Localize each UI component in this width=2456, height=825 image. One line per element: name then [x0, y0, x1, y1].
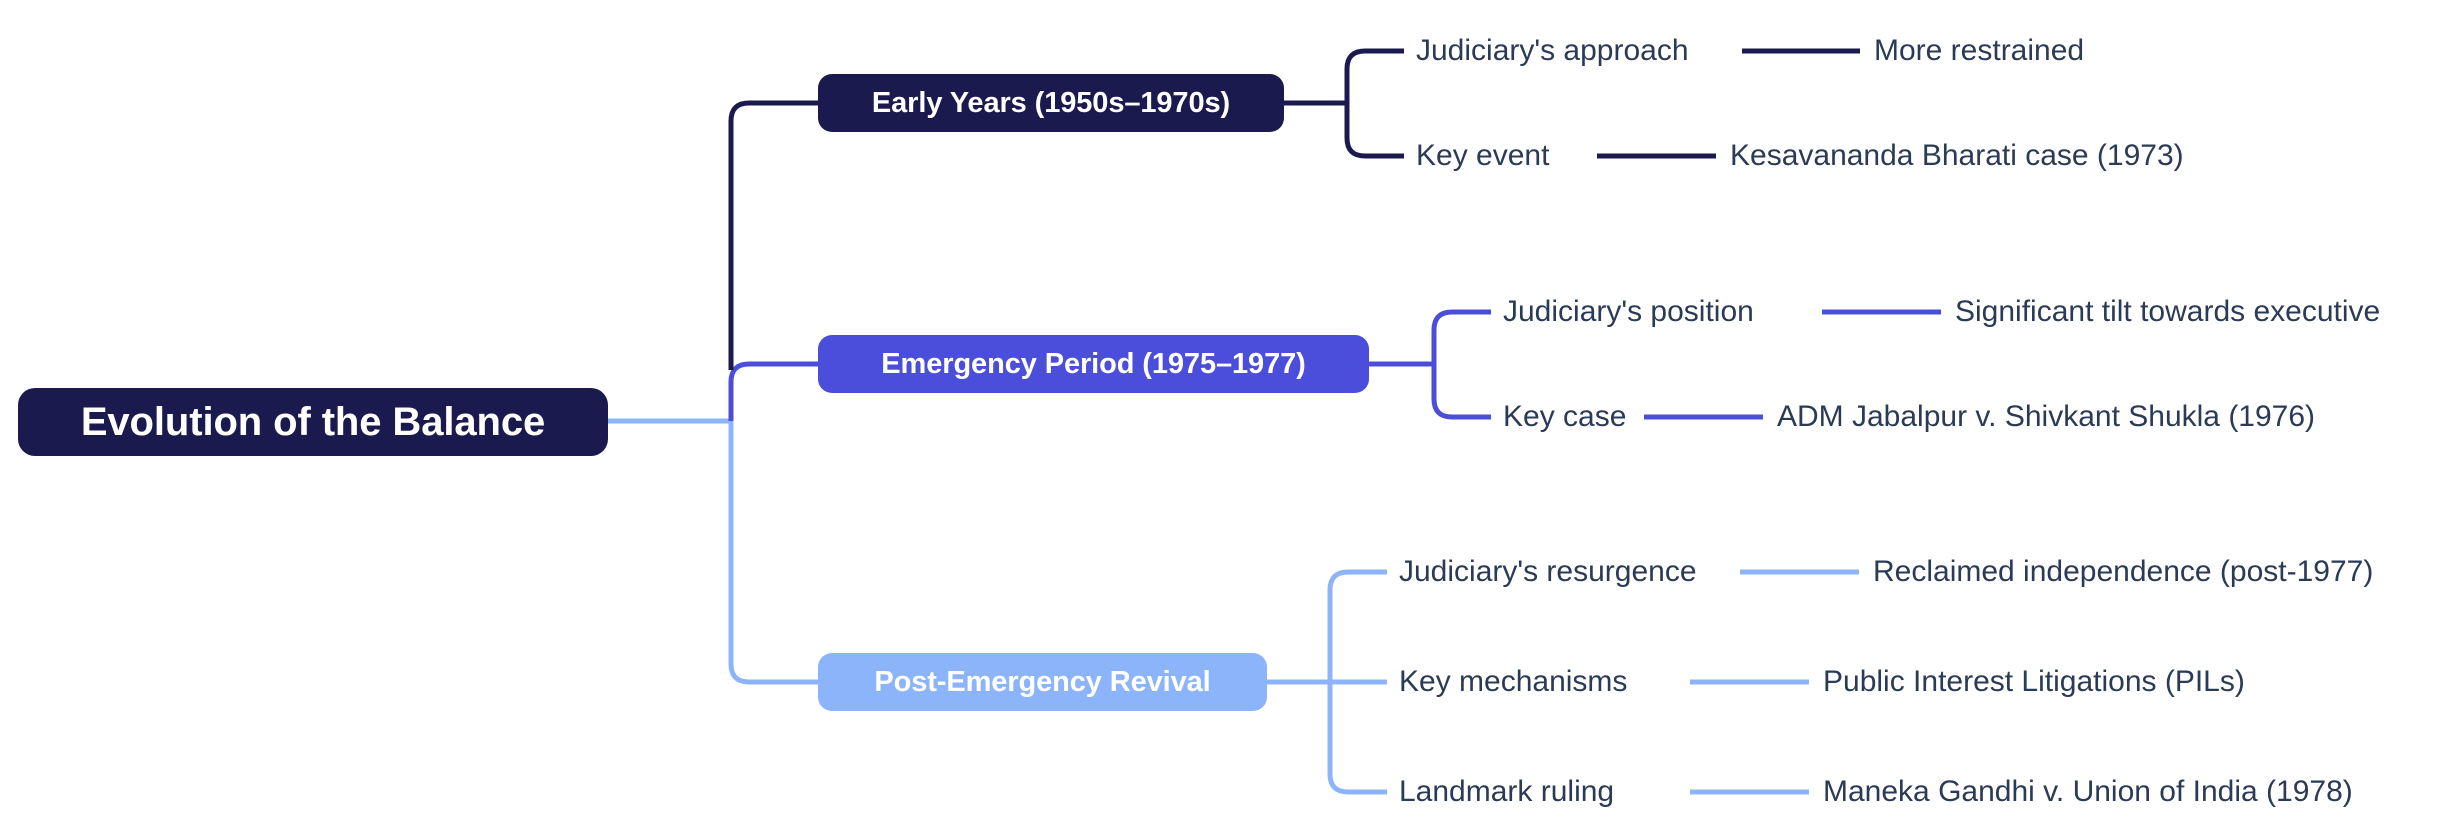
leaf-value-significant-tilt-towards-executive: Significant tilt towards executive: [1955, 295, 2381, 328]
branch-node-early-years[interactable]: Early Years (1950s–1970s): [818, 74, 1284, 132]
leaf-value-public-interest-litigations: Public Interest Litigations (PILs): [1823, 665, 2245, 698]
leaf-value-kesavananda-bharati-case: Kesavananda Bharati case (1973): [1730, 139, 2184, 172]
wire-trunk-to-branch-2: [728, 361, 818, 421]
branch-node-post-emergency-revival[interactable]: Post-Emergency Revival: [818, 653, 1267, 711]
leaf-key-key-event: Key event: [1416, 139, 1550, 172]
wire-trunk-to-branch-3: [728, 421, 818, 685]
wire-trunk-to-branch-1: [728, 100, 818, 370]
leaf-key-landmark-ruling: Landmark ruling: [1399, 775, 1615, 808]
leaf-value-more-restrained: More restrained: [1874, 34, 2085, 67]
leaf-value-adm-jabalpur-v-shivkant-shukla: ADM Jabalpur v. Shivkant Shukla (1976): [1777, 400, 2316, 433]
leaf-key-judiciarys-approach: Judiciary's approach: [1416, 34, 1689, 67]
leaf-key-judiciarys-position: Judiciary's position: [1503, 295, 1754, 328]
root-node[interactable]: Evolution of the Balance: [18, 388, 608, 456]
wire-branch-2-bracket: [1431, 309, 1453, 420]
leaf-key-key-mechanisms: Key mechanisms: [1399, 665, 1628, 698]
leaf-value-maneka-gandhi-v-union-of-india: Maneka Gandhi v. Union of India (1978): [1823, 775, 2353, 808]
leaf-value-reclaimed-independence: Reclaimed independence (post-1977): [1873, 555, 2374, 588]
wire-branch-1-bracket: [1344, 48, 1366, 159]
branch-node-emergency-period[interactable]: Emergency Period (1975–1977): [818, 335, 1369, 393]
leaf-key-judiciarys-resurgence: Judiciary's resurgence: [1399, 555, 1697, 588]
leaf-key-key-case: Key case: [1503, 400, 1627, 433]
